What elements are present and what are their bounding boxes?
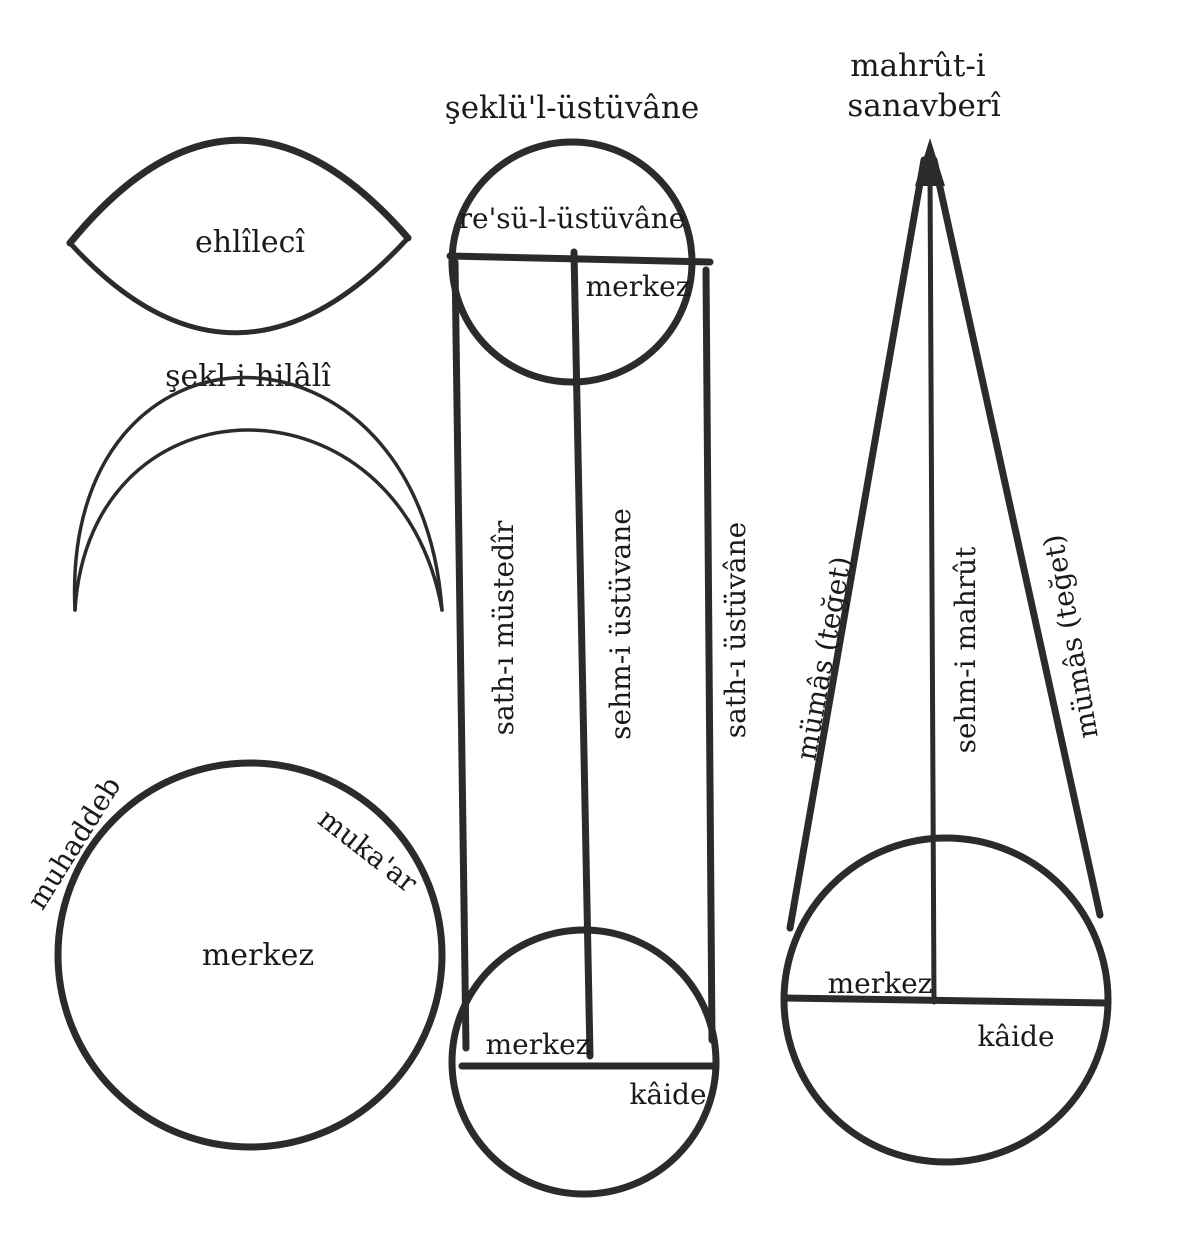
- cylinder-axis-label: sehm-i üstüvane: [604, 508, 637, 740]
- cylinder-base-label: kâide: [629, 1078, 706, 1111]
- cone-left-tangent-label: mümâs (teğet): [789, 554, 857, 763]
- ellipse-figure: ehlîlecî: [66, 136, 412, 336]
- cone-right-tangent-label: mümâs (teğet): [1036, 532, 1104, 741]
- cylinder-left-side: [451, 258, 470, 1052]
- cone-figure: mahrût-i sanavberî mümâs (teğet) sehm-i …: [780, 48, 1112, 1166]
- crescent-outer-arc: [72, 375, 444, 612]
- cylinder-top-label: re'sü-l-üstüvâne: [459, 202, 686, 235]
- cone-base-label: kâide: [977, 1020, 1054, 1053]
- cylinder-axis: [570, 248, 594, 1060]
- cone-base-center-label: merkez: [828, 967, 933, 1000]
- cylinder-base-center-label: merkez: [486, 1028, 591, 1061]
- circle-figure: merkez muhaddeb muka'ar: [20, 759, 446, 1151]
- cone-right-tangent: [930, 156, 1104, 919]
- cone-left-tangent: [786, 156, 928, 932]
- cylinder-right-side-label: sath-ı üstüvâne: [719, 522, 752, 738]
- crescent-figure: şekl-i hilâlî: [72, 359, 444, 612]
- cylinder-base-circle: [448, 926, 720, 1198]
- cylinder-top-center-label: merkez: [586, 270, 691, 303]
- circle-center-label: merkez: [202, 938, 314, 973]
- cone-base-diameter: [780, 994, 1112, 1007]
- cylinder-left-side-label: sath-ı müstedîr: [487, 520, 520, 735]
- circle-outline: [54, 759, 446, 1151]
- cylinder-top-diameter: [446, 252, 714, 266]
- crescent-inner-arc: [73, 428, 444, 612]
- circle-convex-label: muhaddeb: [20, 771, 127, 915]
- ellipse-label: ehlîlecî: [195, 225, 305, 260]
- cone-axis: [927, 167, 937, 1005]
- cone-title-line2: sanavberî: [847, 88, 1000, 124]
- cone-axis-label: sehm-i mahrût: [949, 546, 982, 754]
- cylinder-right-side: [702, 266, 716, 1044]
- cylinder-figure: şeklü'l-üstüvâne re'sü-l-üstüvâne merkez…: [445, 90, 752, 1198]
- ellipse-bottom-arc: [67, 235, 411, 336]
- cylinder-title: şeklü'l-üstüvâne: [445, 90, 699, 126]
- ellipse-top-arc: [66, 136, 412, 247]
- cone-title-line1: mahrût-i: [850, 48, 986, 84]
